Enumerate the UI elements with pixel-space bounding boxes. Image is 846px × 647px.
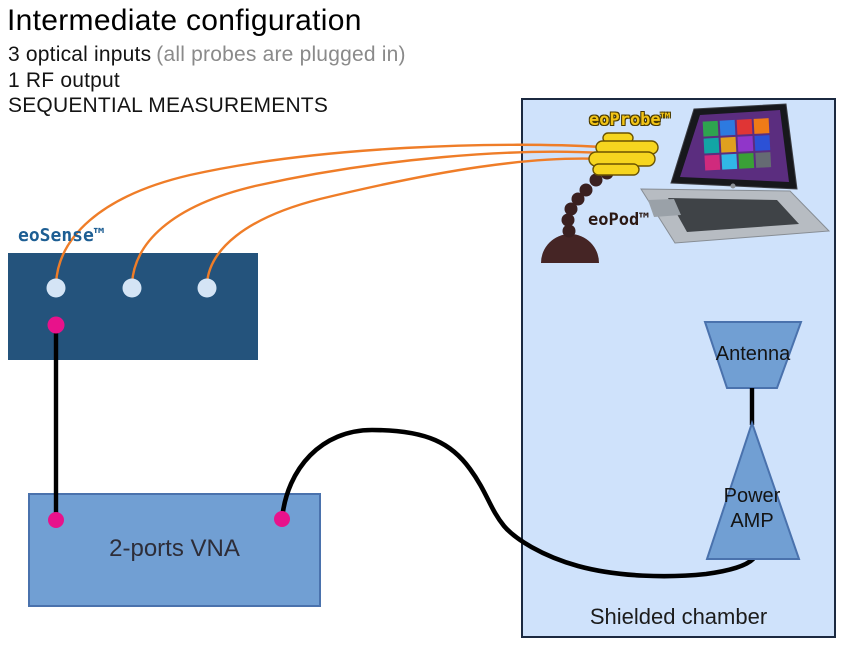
- cable-vna-to-amp: [279, 427, 756, 579]
- eopod-graphic: [541, 161, 627, 263]
- laptop-start-screen-tiles: [702, 118, 772, 171]
- eoprobe-finger-lower: [592, 163, 640, 176]
- vna-port-2: [274, 511, 290, 527]
- subtitle-rf-output: 1 RF output: [8, 69, 120, 92]
- subtitle-sequential: SEQUENTIAL MEASUREMENTS: [8, 94, 329, 117]
- laptop-touchpad: [648, 199, 681, 217]
- optical-fibers: [54, 143, 603, 285]
- antenna-label: Antenna: [715, 343, 791, 365]
- eopod-label: eoPod™: [588, 210, 650, 230]
- laptop-keyboard: [668, 198, 799, 232]
- laptop-logo-dot: [730, 183, 736, 189]
- eosense-rf-port: [47, 316, 65, 334]
- eoprobe-graphic: [588, 132, 659, 176]
- antenna-shape: [703, 321, 803, 389]
- power-amp-label-line2: AMP: [730, 510, 774, 532]
- fiber-1: [54, 143, 603, 285]
- eosense-box: [8, 253, 258, 360]
- fiber-2: [130, 150, 603, 285]
- vna-box: [28, 493, 321, 607]
- eopod-arm: [561, 161, 627, 238]
- vna-port-1: [48, 512, 64, 528]
- optical-port-2: [122, 278, 142, 298]
- optical-port-3: [197, 278, 217, 298]
- eosense-label: eoSense™: [18, 225, 105, 246]
- subtitle-optical-inputs: 3 optical inputs(all probes are plugged …: [8, 43, 406, 67]
- vna-label: 2-ports VNA: [109, 535, 240, 562]
- eoprobe-label: eoProbe™: [589, 110, 671, 130]
- subtitle-strong: 3 optical inputs: [8, 43, 152, 66]
- fiber-3: [205, 157, 603, 285]
- page-title: Intermediate configuration: [7, 4, 362, 37]
- power-amp-label: Power AMP: [704, 484, 800, 534]
- subtitle-muted: (all probes are plugged in): [156, 43, 406, 66]
- ports: [46, 278, 290, 528]
- shielded-chamber-label: Shielded chamber: [589, 604, 768, 629]
- laptop-graphic: [640, 103, 831, 244]
- eopod-base-dome: [541, 234, 599, 263]
- power-amp-shape: [705, 419, 801, 560]
- power-amp-label-line1: Power: [723, 485, 781, 507]
- optical-port-1: [46, 278, 66, 298]
